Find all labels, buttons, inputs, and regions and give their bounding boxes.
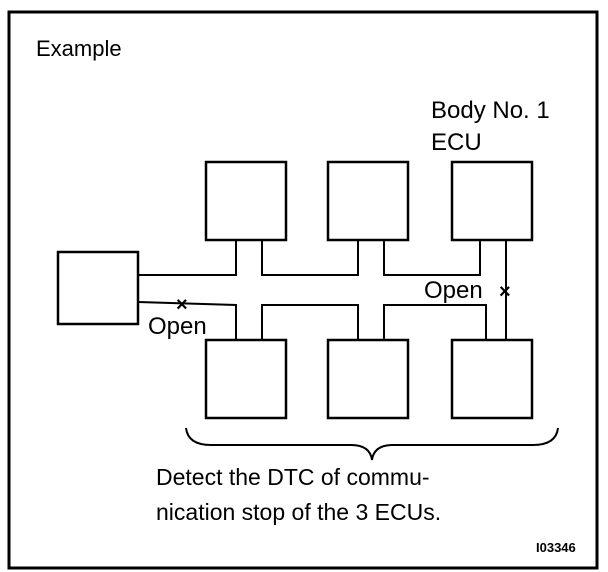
ecu-box-top-2 — [326, 160, 410, 242]
bus-upper-left — [138, 240, 237, 276]
ecu-box-bottom-1 — [204, 338, 288, 420]
open-label-left: Open — [148, 313, 207, 340]
caption-line1: Detect the DTC of commu- — [156, 464, 430, 490]
bus-lower-left — [137, 301, 237, 340]
bus-lower-mid — [261, 304, 359, 340]
ecu-box-body-no1 — [450, 160, 534, 242]
ecu-box-bottom-2 — [326, 338, 410, 420]
bus-wiring — [137, 240, 507, 340]
body-ecu-label-line1: Body No. 1 — [431, 97, 550, 124]
ecu-box-bottom-3 — [450, 338, 534, 420]
grouping-brace — [185, 427, 559, 461]
caption-line2: nication stop of the 3 ECUs. — [156, 499, 441, 525]
open-label-right: Open — [424, 277, 483, 304]
ecu-box-left — [56, 250, 140, 326]
body-ecu-label-line2: ECU — [431, 129, 482, 156]
bus-upper-mid — [261, 240, 359, 276]
ecu-box-top-1 — [204, 160, 288, 242]
bus-upper-right — [383, 240, 481, 276]
diagram-canvas: Example Body No. 1 ECU × Open Open × Det… — [7, 10, 599, 570]
open-break-mark-left: × — [176, 294, 188, 316]
bus-lower-right — [383, 304, 487, 340]
figure-border — [7, 10, 599, 570]
diagram-figure: Example Body No. 1 ECU × Open Open × Det… — [6, 0, 602, 572]
open-break-mark-right: × — [499, 281, 511, 303]
figure-title: Example — [36, 36, 122, 61]
figure-code: I03346 — [536, 540, 576, 555]
